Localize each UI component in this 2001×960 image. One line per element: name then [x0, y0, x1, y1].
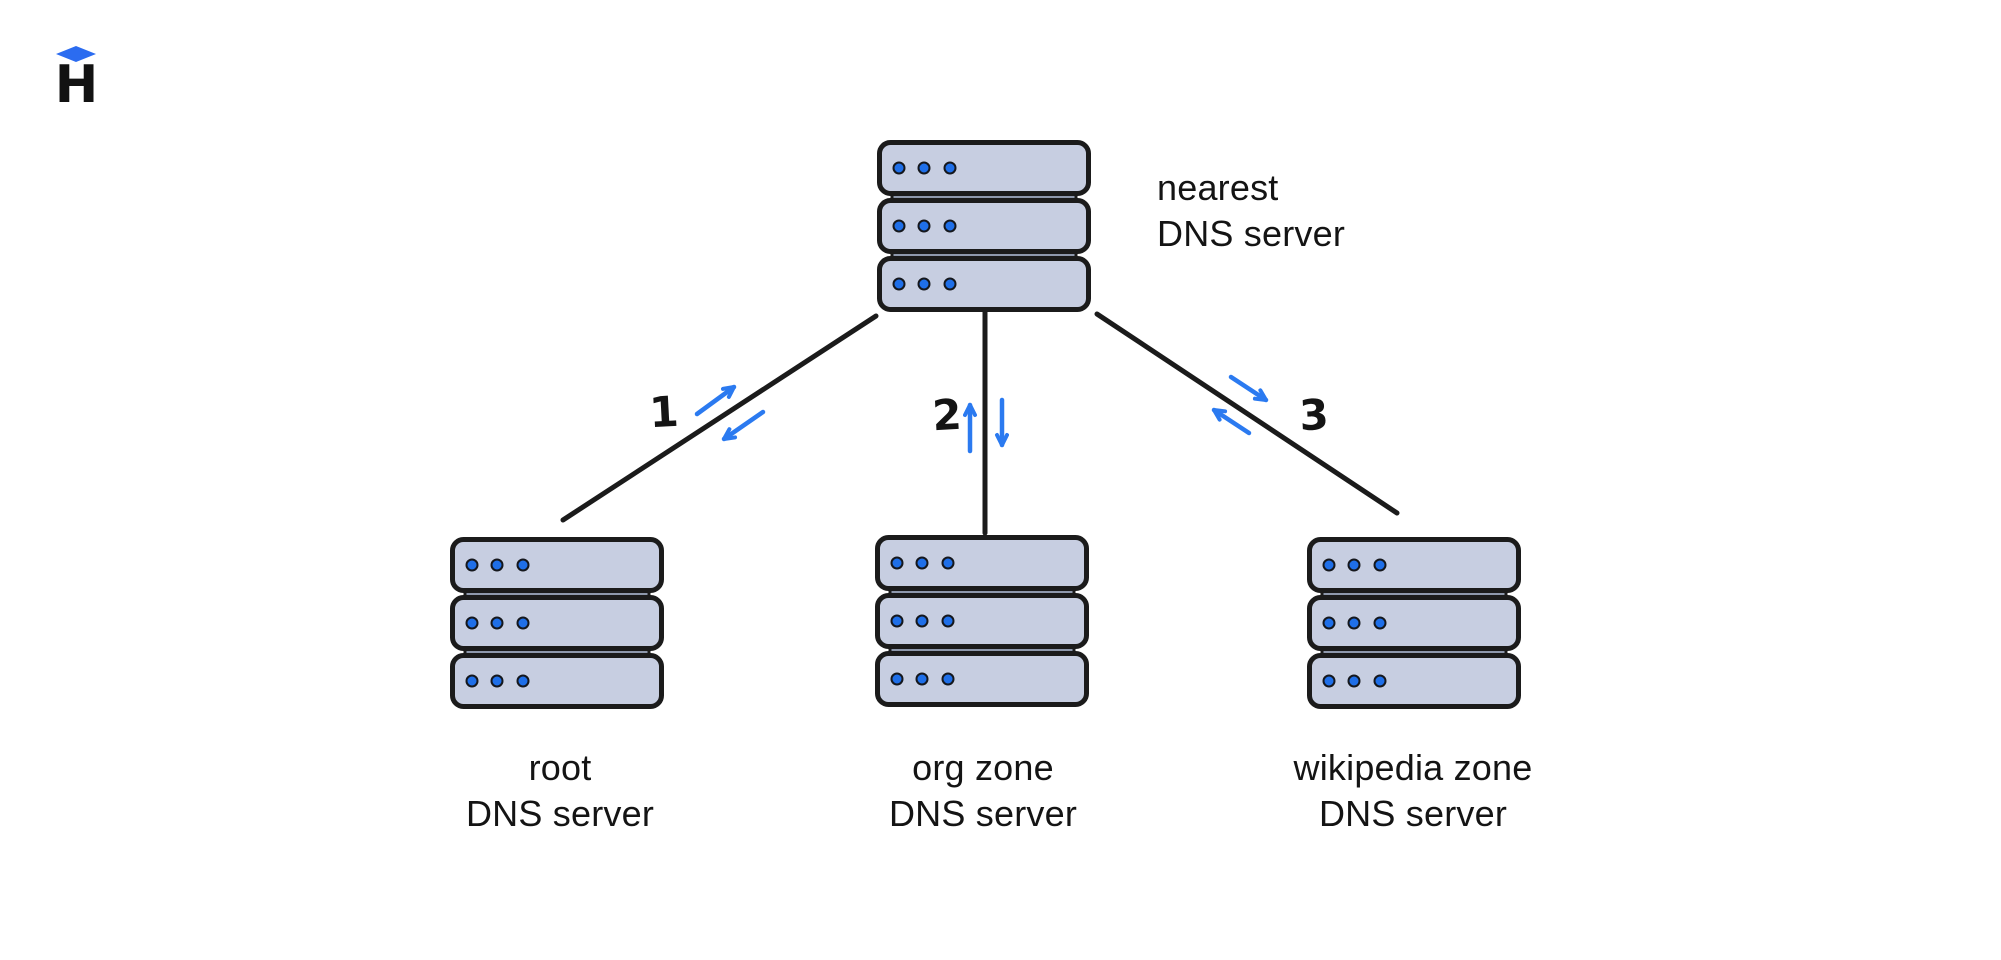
server-icon-root — [453, 540, 662, 707]
response-arrow-icon-wikipedia — [1211, 407, 1252, 436]
label-wikipedia-zone-dns-server: wikipedia zone DNS server — [1293, 747, 1533, 834]
response-arrow-icon-root — [721, 409, 766, 442]
logo-diamond-icon — [56, 46, 96, 62]
request-arrow-icon-root — [694, 384, 737, 417]
step-number-3: 3 — [1298, 389, 1330, 441]
server-icon-nearest — [880, 143, 1089, 310]
request-arrow-icon-wikipedia — [1228, 374, 1269, 403]
connection-line-nearest-wikipedia — [1094, 311, 1400, 516]
connection-line-nearest-root — [560, 313, 879, 523]
step-number-2: 2 — [931, 389, 963, 441]
label-org-zone-dns-server: org zone DNS server — [888, 747, 1078, 834]
label-root-dns-server: root DNS server — [465, 747, 655, 834]
server-icon-org — [878, 538, 1087, 705]
step-number-1: 1 — [648, 386, 680, 438]
hyperskill-logo: H — [48, 46, 104, 115]
logo-letter: H — [54, 55, 99, 115]
label-nearest-dns-server: nearest DNS server — [1157, 167, 1346, 254]
server-icon-wikipedia — [1310, 540, 1519, 707]
